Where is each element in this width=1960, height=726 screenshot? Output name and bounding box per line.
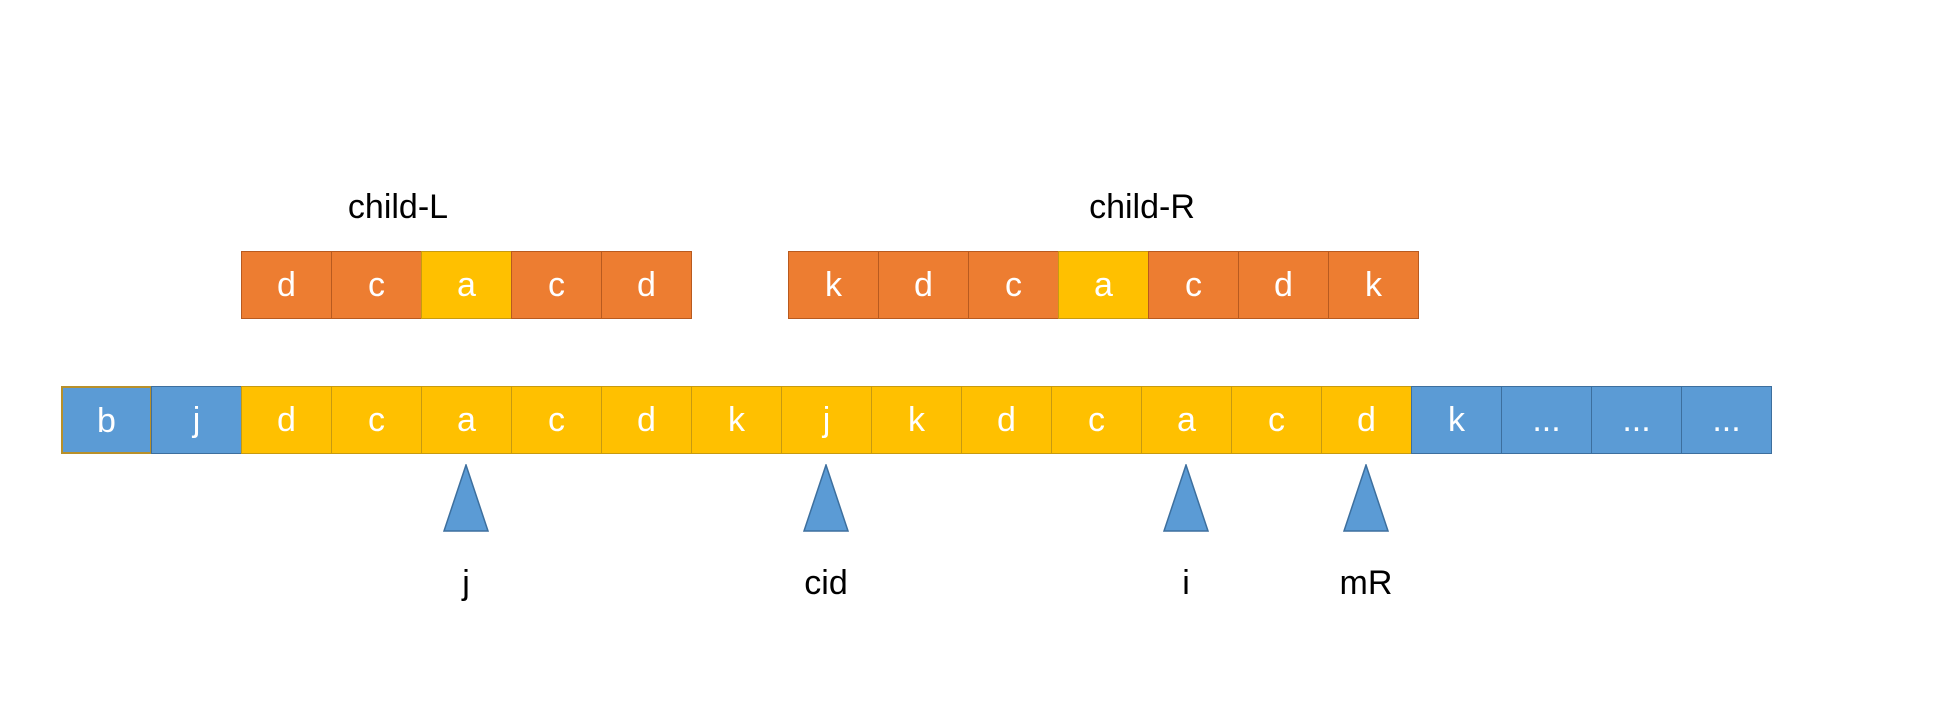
main-array-cell: j xyxy=(781,386,872,454)
pointer-triangle-icon xyxy=(443,464,489,532)
main-array-cell: ... xyxy=(1501,386,1592,454)
main-array-cell: d xyxy=(961,386,1052,454)
child-r-cell: k xyxy=(788,251,879,319)
child-r-cell: d xyxy=(878,251,969,319)
child-r-label: child-R xyxy=(1089,188,1195,226)
main-array-cell: d xyxy=(601,386,692,454)
child-l-cell: d xyxy=(601,251,692,319)
child-l-cell: c xyxy=(331,251,422,319)
main-array-cell: d xyxy=(241,386,332,454)
main-array-cell: c xyxy=(511,386,602,454)
pointer-triangle-icon xyxy=(1343,464,1389,532)
child-r-cell: d xyxy=(1238,251,1329,319)
main-array-cell: c xyxy=(331,386,422,454)
child-l-cell: a xyxy=(421,251,512,319)
main-array-cell: d xyxy=(1321,386,1412,454)
child-l-cell: c xyxy=(511,251,602,319)
main-array-cell: ... xyxy=(1681,386,1772,454)
child-l-cell: d xyxy=(241,251,332,319)
child-r-cell: c xyxy=(968,251,1059,319)
main-array-cell: c xyxy=(1231,386,1322,454)
child-r-cell: a xyxy=(1058,251,1149,319)
pointer-label: j xyxy=(462,564,470,602)
child-r-cell: k xyxy=(1328,251,1419,319)
main-array-cell: c xyxy=(1051,386,1142,454)
main-array-cell: ... xyxy=(1591,386,1682,454)
main-array-cell: k xyxy=(871,386,962,454)
pointer-label: cid xyxy=(804,564,848,602)
pointer-triangle-icon xyxy=(803,464,849,532)
main-array-cell: a xyxy=(1141,386,1232,454)
main-array-cell: b xyxy=(61,386,152,454)
pointer-label: mR xyxy=(1339,564,1393,602)
child-l-label: child-L xyxy=(347,188,449,226)
main-array-cell: a xyxy=(421,386,512,454)
main-array-cell: j xyxy=(151,386,242,454)
main-array-cell: k xyxy=(1411,386,1502,454)
pointer-triangle-icon xyxy=(1163,464,1209,532)
main-array-cell: k xyxy=(691,386,782,454)
child-r-cell: c xyxy=(1148,251,1239,319)
pointer-label: i xyxy=(1182,564,1190,602)
